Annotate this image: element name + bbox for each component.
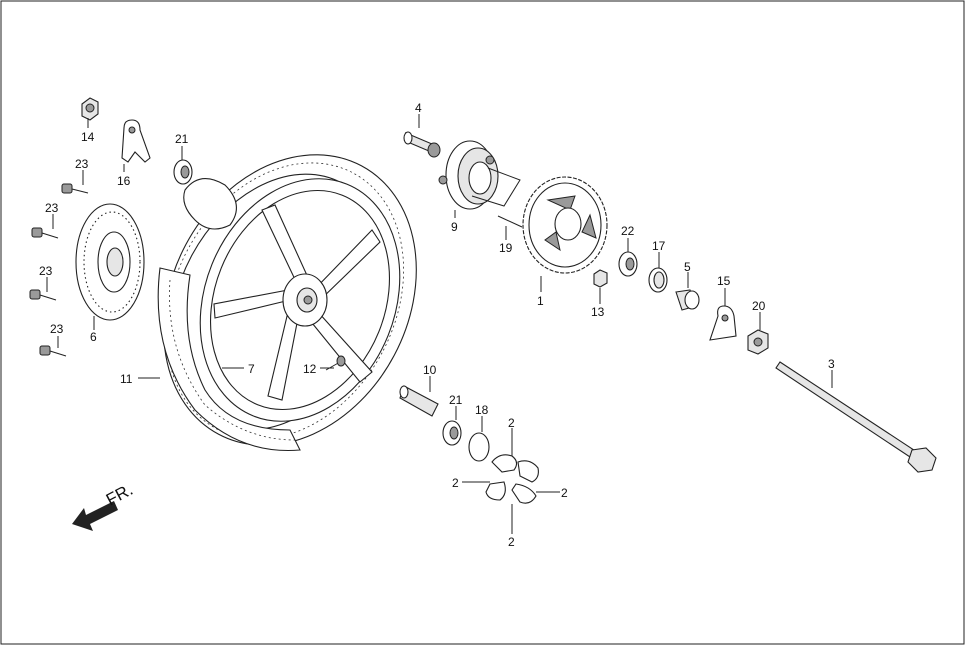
- bearing-right: [442, 420, 462, 446]
- callout-3: 3: [828, 357, 835, 371]
- chain-adjuster-right: [709, 305, 737, 341]
- callout-21-bottom: 21: [449, 393, 463, 407]
- callout-23-c: 23: [39, 264, 53, 278]
- bearing-left: [173, 159, 193, 185]
- sprocket-stud: [497, 215, 523, 228]
- callout-11: 11: [120, 372, 133, 386]
- callout-1: 1: [537, 294, 544, 308]
- o-ring: [468, 432, 490, 462]
- rear-axle: [775, 361, 937, 473]
- disc-bolts: [29, 183, 89, 357]
- callout-21-top: 21: [175, 132, 189, 146]
- callout-19: 19: [499, 241, 513, 255]
- callout-4: 4: [415, 101, 422, 115]
- wheel-dampers: [485, 454, 539, 504]
- callout-23-d: 23: [50, 322, 64, 336]
- callout-23-b: 23: [45, 201, 59, 215]
- callout-6: 6: [90, 330, 97, 344]
- leader-lines: [46, 114, 833, 534]
- callout-14: 14: [81, 130, 95, 144]
- bearing-flange: [618, 251, 638, 277]
- callout-5: 5: [684, 260, 691, 274]
- callout-20: 20: [752, 299, 766, 313]
- sprocket-nut: [593, 269, 608, 288]
- axle-nut-right: [747, 329, 769, 355]
- callout-22: 22: [621, 224, 635, 238]
- callout-18: 18: [475, 403, 489, 417]
- side-collar: [675, 289, 700, 311]
- driven-flange: [438, 140, 521, 210]
- front-direction-arrow: [72, 501, 118, 531]
- callout-2-bottom: 2: [508, 535, 515, 549]
- callout-2-right: 2: [561, 486, 568, 500]
- callout-10: 10: [423, 363, 437, 377]
- axle-nut-left: [81, 97, 99, 121]
- wheel-rim: [199, 178, 401, 422]
- oil-seal: [648, 267, 668, 293]
- final-driven-sprocket: [522, 176, 608, 274]
- callout-23-a: 23: [75, 157, 89, 171]
- callout-13: 13: [591, 305, 605, 319]
- callout-labels: 1 2 2 2 2 3 4 5 6 7 9 10 11 12 13 14 15 …: [39, 101, 835, 549]
- callout-12: 12: [303, 362, 317, 376]
- callout-17: 17: [652, 239, 666, 253]
- distance-collar: [399, 385, 439, 417]
- callout-7: 7: [248, 362, 255, 376]
- callout-2-left: 2: [452, 476, 459, 490]
- chain-adjuster-left: [121, 119, 151, 163]
- brake-disc: [75, 203, 145, 321]
- tire-valve: [325, 355, 346, 371]
- callout-15: 15: [717, 274, 731, 288]
- hub-collar: [403, 131, 441, 158]
- callout-9: 9: [451, 220, 458, 234]
- callout-16: 16: [117, 174, 131, 188]
- callout-2-top: 2: [508, 416, 515, 430]
